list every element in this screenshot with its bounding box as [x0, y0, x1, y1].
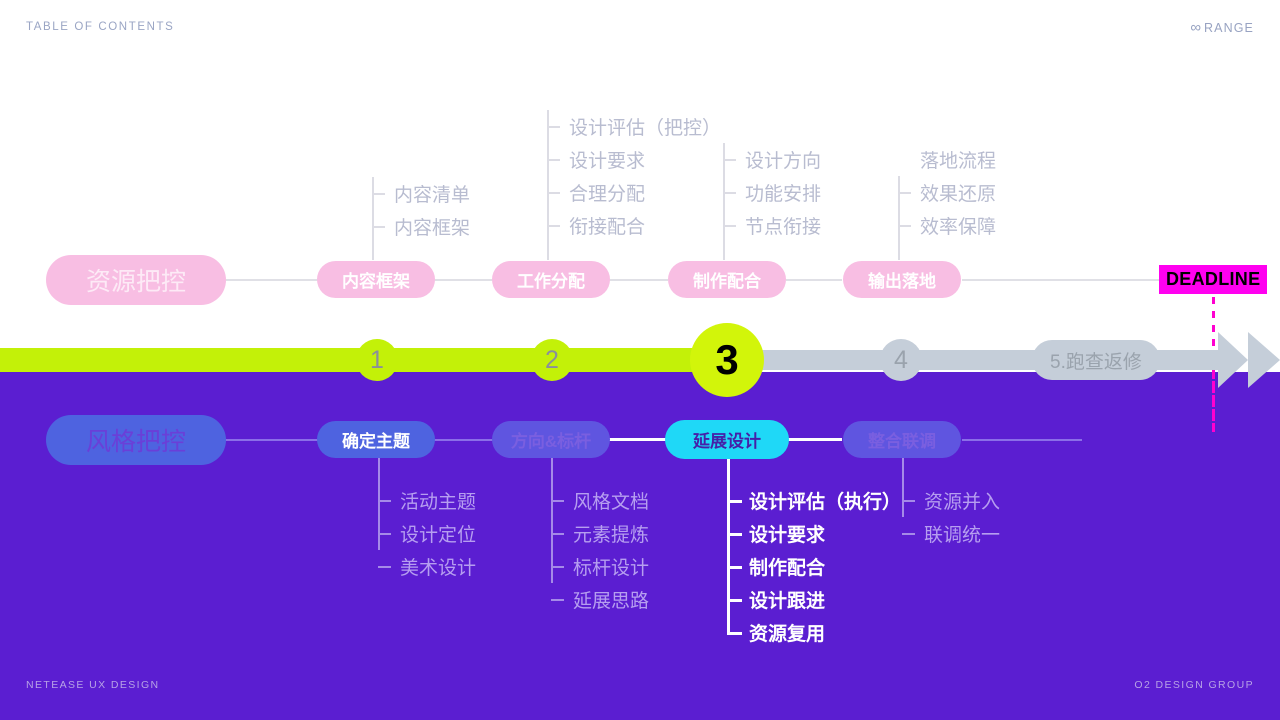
- brand-logo-text: RANGE: [1204, 20, 1254, 35]
- bottom-stage-1[interactable]: 方向&标杆: [492, 421, 610, 458]
- branch-drop-top-2: [723, 242, 725, 260]
- branch-top-1: 设计评估（把控） 设计要求 合理分配 衔接配合: [547, 110, 721, 242]
- branch-item: 落地流程: [920, 151, 997, 172]
- bottom-track-title[interactable]: 风格把控: [46, 415, 226, 465]
- branch-item: 节点衔接: [723, 209, 821, 242]
- connector-top-3: [786, 279, 842, 281]
- connector-top-2: [598, 279, 668, 281]
- timeline-step-5[interactable]: 5.跑查返修: [1032, 340, 1160, 380]
- branch-top-0: 内容清单 内容框架: [372, 177, 470, 243]
- connector-bot-0: [225, 439, 330, 441]
- branch-item: 美术设计: [378, 550, 476, 583]
- brand-logo: ∞ RANGE: [1190, 20, 1254, 35]
- connector-bot-2: [598, 438, 668, 441]
- branch-item: 风格文档: [551, 484, 649, 517]
- branch-item: 设计要求: [727, 517, 901, 550]
- branch-item: 内容清单: [372, 177, 470, 210]
- branch-bot-1: 风格文档 元素提炼 标杆设计 延展思路: [551, 484, 649, 616]
- branch-drop-bot-3: [902, 458, 904, 484]
- timeline-end-arrows-icon: [1218, 329, 1280, 391]
- branch-item: 功能安排: [723, 176, 821, 209]
- top-stage-3[interactable]: 输出落地: [843, 261, 961, 298]
- branch-drop-bot-2: [727, 459, 730, 484]
- branch-top-2: 设计方向 功能安排 节点衔接: [723, 143, 821, 242]
- branch-item: 活动主题: [378, 484, 476, 517]
- branch-item: 元素提炼: [551, 517, 649, 550]
- connector-top-1: [422, 279, 504, 281]
- bottom-stage-3[interactable]: 整合联调: [843, 421, 961, 458]
- branch-item: 延展思路: [551, 583, 649, 616]
- connector-bot-1: [422, 439, 504, 441]
- branch-item: 衔接配合: [547, 209, 721, 242]
- branch-item: 联调统一: [902, 517, 1000, 550]
- top-stage-2[interactable]: 制作配合: [668, 261, 786, 298]
- branch-item: 资源并入: [902, 484, 1000, 517]
- timeline-step-2[interactable]: 2: [531, 339, 573, 381]
- branch-bot-3: 资源并入 联调统一: [902, 484, 1000, 550]
- branch-drop-top-0: [372, 243, 374, 260]
- branch-item: 设计方向: [723, 143, 821, 176]
- top-stage-0[interactable]: 内容框架: [317, 261, 435, 298]
- branch-item: 资源复用: [727, 616, 901, 649]
- branch-drop-bot-0: [378, 458, 380, 484]
- branch-item: 制作配合: [727, 550, 901, 583]
- branch-item: 设计要求: [547, 143, 721, 176]
- branch-drop-bot-1: [551, 458, 553, 484]
- connector-top-0: [225, 279, 330, 281]
- branch-bot-2: 设计评估（执行） 设计要求 制作配合 设计跟进 资源复用: [727, 484, 901, 649]
- branch-item: 标杆设计: [551, 550, 649, 583]
- branch-item: 效率保障: [898, 209, 996, 242]
- branch-item: 合理分配: [547, 176, 721, 209]
- infinity-icon: ∞: [1190, 19, 1202, 36]
- timeline-step-1[interactable]: 1: [356, 339, 398, 381]
- footer-left-text: NETEASE UX DESIGN: [26, 679, 160, 691]
- branch-item: 设计评估（把控）: [547, 110, 721, 143]
- deadline-dashed-line-lower: [1212, 372, 1215, 432]
- top-stage-1[interactable]: 工作分配: [492, 261, 610, 298]
- connector-bot-4: [962, 439, 1082, 441]
- bottom-stage-0[interactable]: 确定主题: [317, 421, 435, 458]
- branch-top-3: 落地流程 效果还原 效率保障: [898, 143, 996, 242]
- branch-bot-0: 活动主题 设计定位 美术设计: [378, 484, 476, 583]
- branch-item: 设计定位: [378, 517, 476, 550]
- page-title: TABLE OF CONTENTS: [26, 21, 175, 33]
- timeline-step-3[interactable]: 3: [690, 323, 764, 397]
- branch-item: 效果还原: [898, 176, 996, 209]
- bottom-stage-2[interactable]: 延展设计: [665, 420, 789, 459]
- branch-item: 设计跟进: [727, 583, 901, 616]
- timeline-step-4[interactable]: 4: [880, 339, 922, 381]
- branch-drop-top-1: [547, 242, 549, 260]
- branch-drop-top-3: [898, 242, 900, 260]
- deadline-badge[interactable]: DEADLINE: [1159, 265, 1268, 294]
- footer-right-text: O2 DESIGN GROUP: [1134, 679, 1254, 691]
- top-track-title[interactable]: 资源把控: [46, 255, 226, 305]
- connector-top-4: [962, 279, 1162, 281]
- connector-bot-3: [786, 438, 842, 441]
- branch-item: 设计评估（执行）: [727, 484, 901, 517]
- branch-item: 内容框架: [372, 210, 470, 243]
